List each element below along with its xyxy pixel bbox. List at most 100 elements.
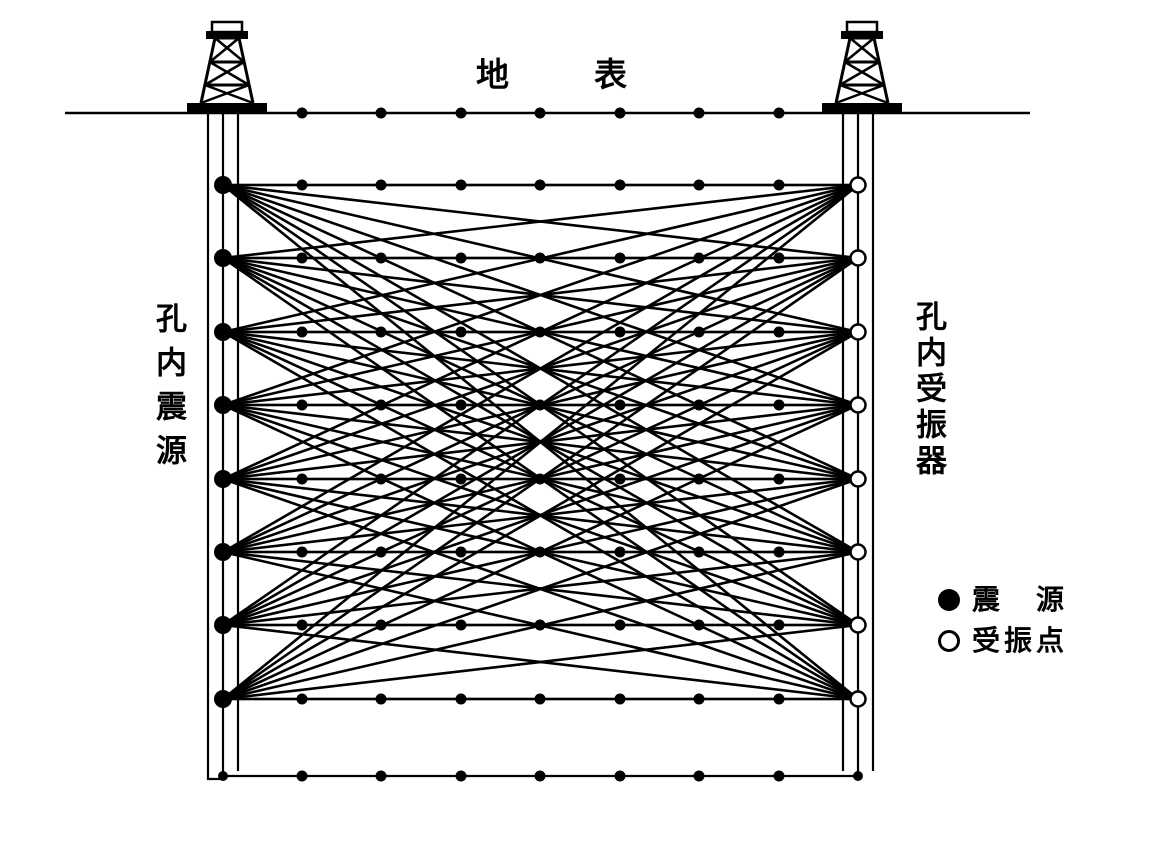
- legend-source-label: 震 源: [972, 583, 1069, 616]
- grid-dot: [773, 326, 785, 338]
- grid-dot: [455, 546, 467, 558]
- grid-dot: [693, 473, 705, 485]
- right-derrick-crown-bar: [841, 31, 883, 39]
- grid-dot: [614, 693, 626, 705]
- surface-grid-dot: [534, 107, 546, 119]
- receiver-circle: [849, 176, 867, 194]
- source-dot: [214, 323, 232, 341]
- grid-dot: [614, 619, 626, 631]
- left-derrick-leg: [199, 37, 217, 104]
- right-derrick-brace: [849, 37, 880, 63]
- grid-dot: [296, 473, 308, 485]
- ray-path: [222, 183, 859, 701]
- source-dot: [214, 249, 232, 267]
- grid-dot: [693, 252, 705, 264]
- grid-dot: [455, 399, 467, 411]
- grid-dot: [455, 326, 467, 338]
- legend-item-receiver: 受振点: [938, 625, 1068, 657]
- bottom-grid-dot: [693, 770, 705, 782]
- surface-grid-dot: [296, 107, 308, 119]
- grid-dot: [296, 693, 308, 705]
- right-derrick-brace: [844, 37, 875, 63]
- receiver-circle: [849, 690, 867, 708]
- surface-grid-dot: [455, 107, 467, 119]
- ray-path: [222, 183, 859, 407]
- legend: 震 源 受振点: [938, 584, 1068, 657]
- left-derrick-crown-bar: [206, 31, 248, 39]
- legend-item-source: 震 源: [938, 584, 1068, 616]
- receiver-circle: [849, 323, 867, 341]
- grid-dot: [296, 179, 308, 191]
- right-derrick-brace: [839, 60, 880, 87]
- grid-dot: [534, 326, 546, 338]
- left-well-bottom-foot: [206, 771, 223, 781]
- grid-dot: [375, 399, 387, 411]
- right-derrick-brace: [844, 60, 885, 87]
- grid-dot: [375, 693, 387, 705]
- grid-dot: [693, 326, 705, 338]
- left-well-bottom-dot: [218, 771, 228, 781]
- grid-dot: [296, 326, 308, 338]
- right-derrick-crown-box: [845, 20, 879, 34]
- left-well-source-label: 孔内震源: [150, 302, 186, 478]
- grid-dot: [455, 252, 467, 264]
- grid-dot: [614, 252, 626, 264]
- grid-dot: [375, 619, 387, 631]
- right-derrick-base-pad: [822, 103, 902, 114]
- ray-path: [222, 477, 859, 701]
- surface-grid-dot: [693, 107, 705, 119]
- grid-dot: [773, 619, 785, 631]
- grid-dot: [534, 473, 546, 485]
- bottom-grid-dot: [296, 770, 308, 782]
- source-dot: [214, 396, 232, 414]
- grid-dot: [534, 546, 546, 558]
- left-derrick-crown-box: [210, 20, 244, 34]
- ray-path: [222, 623, 859, 701]
- right-derrick-leg: [872, 37, 890, 104]
- source-dot: [214, 616, 232, 634]
- bottom-grid-dot: [455, 770, 467, 782]
- receiver-circle: [849, 249, 867, 267]
- grid-dot: [455, 619, 467, 631]
- source-dot: [214, 690, 232, 708]
- right-well-bottom-dot: [853, 771, 863, 781]
- ray-path: [222, 330, 859, 701]
- grid-dot: [773, 473, 785, 485]
- grid-dot: [693, 546, 705, 558]
- source-dot: [214, 543, 232, 561]
- grid-dot: [773, 693, 785, 705]
- grid-dot: [614, 473, 626, 485]
- grid-dot: [614, 179, 626, 191]
- right-derrick-leg: [834, 37, 852, 104]
- grid-dot: [693, 693, 705, 705]
- legend-receiver-label: 受振点: [972, 624, 1069, 657]
- grid-dot: [534, 693, 546, 705]
- grid-dot: [296, 399, 308, 411]
- ground-surface-label: 地 表: [476, 55, 653, 94]
- receiver-circle: [849, 616, 867, 634]
- grid-dot: [693, 399, 705, 411]
- surface-grid-dot: [614, 107, 626, 119]
- receiver-circle: [849, 470, 867, 488]
- left-derrick-base-pad: [187, 103, 267, 114]
- grid-dot: [773, 252, 785, 264]
- left-derrick-brace: [200, 83, 250, 105]
- grid-dot: [375, 326, 387, 338]
- grid-dot: [455, 473, 467, 485]
- grid-dot: [614, 546, 626, 558]
- grid-dot: [296, 546, 308, 558]
- ray-path: [222, 183, 859, 554]
- left-derrick-brace: [209, 60, 250, 87]
- surface-grid-dot: [773, 107, 785, 119]
- grid-dot: [693, 619, 705, 631]
- grid-dot: [296, 619, 308, 631]
- grid-dot: [614, 399, 626, 411]
- receiver-circle-icon: [938, 630, 960, 652]
- grid-dot: [375, 252, 387, 264]
- grid-dot: [773, 399, 785, 411]
- source-dot: [214, 470, 232, 488]
- grid-dot: [375, 546, 387, 558]
- left-derrick-brace: [204, 83, 254, 105]
